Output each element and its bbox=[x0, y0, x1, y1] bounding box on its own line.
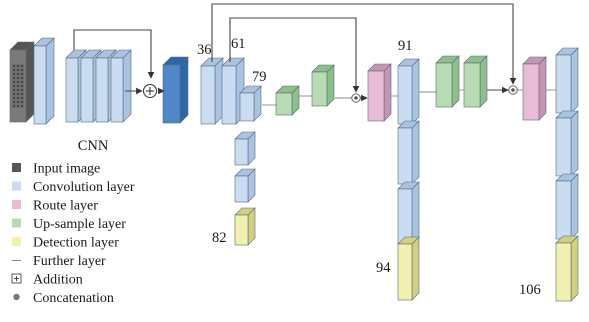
upsample-block-1a bbox=[275, 85, 300, 116]
conv-block-branch2-a bbox=[397, 120, 420, 185]
input-image-texture bbox=[12, 64, 24, 108]
conv-block-branch2-b bbox=[397, 181, 420, 246]
conv-swatch bbox=[12, 181, 21, 191]
route-swatch bbox=[12, 200, 21, 209]
detection-block-94 bbox=[397, 236, 420, 301]
conv-block-branch3-a bbox=[555, 110, 579, 177]
legend-label: Addition bbox=[33, 273, 83, 288]
connection-lines bbox=[73, 3, 556, 106]
label-36: 36 bbox=[197, 42, 212, 58]
label-61: 61 bbox=[231, 36, 246, 52]
upsample-block-2b bbox=[463, 55, 488, 108]
label-91: 91 bbox=[398, 38, 413, 54]
concatenation-icon-2 bbox=[508, 85, 518, 95]
skip-line-36 bbox=[211, 3, 517, 85]
layer-number-labels: CNN 36 61 79 82 91 94 106 bbox=[78, 36, 541, 298]
concatenation-icon-1 bbox=[351, 93, 361, 103]
upsample-swatch bbox=[12, 218, 21, 228]
legend-label: Up-sample layer bbox=[33, 217, 126, 232]
label-79: 79 bbox=[252, 69, 267, 85]
legend-item: Further layer bbox=[12, 254, 106, 269]
detection-block-106 bbox=[555, 235, 579, 302]
legend-label: Convolution layer bbox=[33, 180, 135, 195]
legend-item: Up-sample layer bbox=[12, 217, 126, 232]
legend-label: Detection layer bbox=[33, 236, 119, 251]
skip-line-61 bbox=[229, 17, 360, 93]
conv-block-input-pair bbox=[33, 37, 55, 125]
upsample-block-2a bbox=[435, 55, 460, 108]
input-swatch bbox=[12, 163, 21, 172]
legend-item: Route layer bbox=[12, 199, 98, 214]
label-106: 106 bbox=[519, 282, 541, 298]
conv-block-36 bbox=[200, 57, 224, 125]
label-82: 82 bbox=[212, 230, 227, 246]
legend-item: Convolution layer bbox=[12, 180, 135, 195]
conv-block-branch1-b bbox=[234, 168, 256, 203]
addition-icon bbox=[143, 84, 157, 98]
legend-label: Further layer bbox=[33, 254, 106, 269]
conv-block-branch1-a bbox=[234, 131, 256, 166]
route-block-1 bbox=[367, 63, 392, 122]
legend-label: Input image bbox=[33, 162, 100, 177]
label-94: 94 bbox=[376, 260, 391, 276]
skip-line-input bbox=[73, 29, 155, 79]
detection-swatch bbox=[12, 237, 21, 246]
detection-block-82 bbox=[234, 207, 256, 246]
conv-block-79 bbox=[239, 85, 262, 122]
layer-blocks bbox=[9, 37, 579, 302]
legend-concatenation-icon bbox=[13, 293, 20, 301]
legend-label: Concatenation bbox=[33, 291, 114, 306]
legend-item: Input image bbox=[12, 162, 100, 177]
label-cnn: CNN bbox=[78, 138, 109, 154]
conv-block-91 bbox=[397, 58, 420, 125]
legend-item: Concatenation bbox=[13, 291, 114, 306]
cnn-conv-block-4 bbox=[110, 49, 132, 123]
route-block-2 bbox=[522, 56, 547, 121]
upsample-block-1b bbox=[311, 64, 335, 107]
input-image-block bbox=[9, 41, 35, 123]
legend-item: Addition bbox=[11, 273, 83, 288]
legend-label: Route layer bbox=[33, 199, 98, 214]
legend-addition-icon bbox=[11, 273, 22, 284]
conv-block-106-top bbox=[555, 47, 579, 114]
conv-block-branch3-b bbox=[555, 173, 579, 240]
legend-item: Detection layer bbox=[12, 236, 119, 251]
conv-block-61 bbox=[221, 57, 245, 125]
conv-block-dark bbox=[162, 56, 189, 124]
